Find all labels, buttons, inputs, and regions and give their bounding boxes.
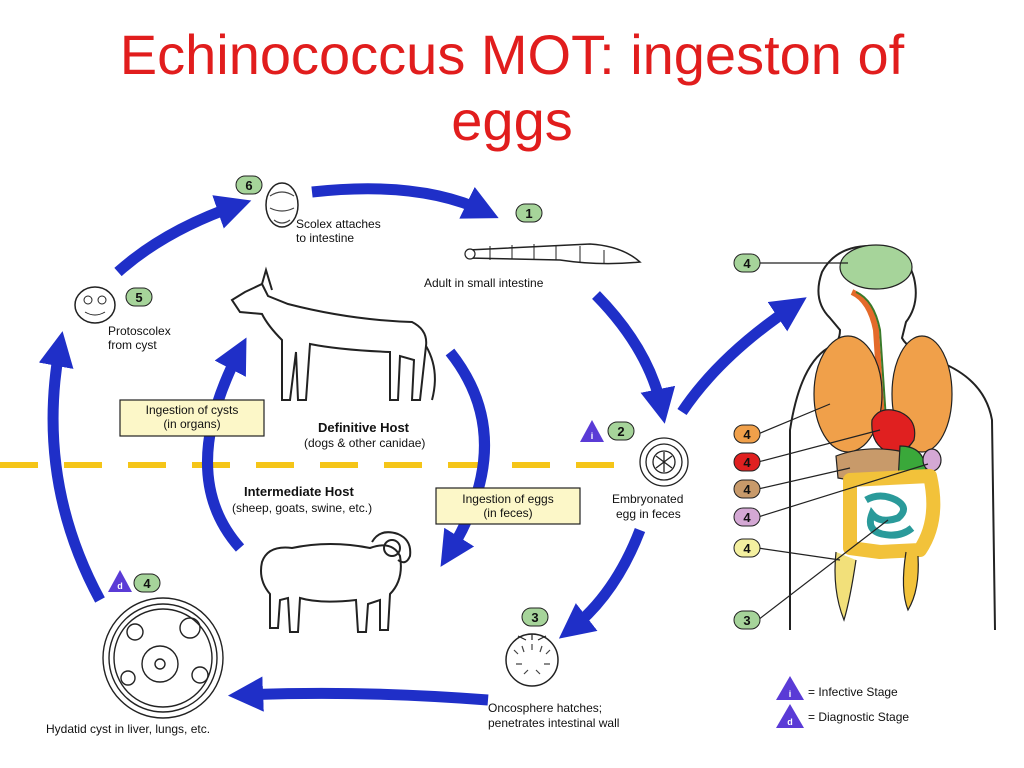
stage-1: 1 Adult in small intestine [424,203,642,290]
stage-6: 6 Scolex attaches to intestine [235,175,381,245]
organ-label-spleen-num: 4 [743,510,751,525]
left-lung-icon [813,335,883,453]
organ-label-intestine: 3 [733,519,889,630]
stage-1-number: 1 [525,206,532,221]
human-figure [789,244,996,631]
intermediate-host-title: Intermediate Host [244,484,354,499]
legend: i = Infective Stage d = Diagnostic Stage [776,676,909,728]
title-line-2: eggs [451,89,573,152]
definitive-host-title: Definitive Host [318,420,410,435]
arrow-2-to-3 [558,528,646,639]
legend-infective: i = Infective Stage [776,676,898,700]
stage-4-number: 4 [143,576,151,591]
brain-icon [839,244,913,290]
definitive-host-sub: (dogs & other canidae) [304,436,425,450]
small-intestine-icon [864,492,915,539]
stage-2-egg: i 2 Embryonated egg in feces [580,420,689,521]
stage-5: 5 Protoscolex from cyst [74,286,171,352]
ingestion-cysts-box: Ingestion of cysts (in organs) [119,399,265,437]
arrow-3-to-4 [227,676,489,712]
stage-6-label-1: Scolex attaches [296,217,381,231]
arrow-6-to-1 [311,183,499,219]
egg-icon [639,437,689,487]
inner-cycle-arrows [202,337,490,567]
sheep-icon [260,531,412,633]
stage-3-label-1: Oncosphere hatches; [488,701,602,715]
arrow-2-to-human [677,297,807,416]
stage-3-oncosphere: 3 Oncosphere hatches; penetrates intesti… [488,607,619,730]
stage-3-label-2: penetrates intestinal wall [488,716,619,730]
heart-icon [871,409,916,454]
ingestion-cysts-line-2: (in organs) [163,417,220,431]
scolex-icon [265,182,299,228]
organ-label-liver: 4 [733,467,851,499]
spleen-icon [922,448,942,472]
ingestion-cysts-line-1: Ingestion of cysts [146,403,239,417]
intermediate-host-sub: (sheep, goats, swine, etc.) [232,501,372,515]
arrow-dog-to-sheep [440,348,490,567]
stage-1-label: Adult in small intestine [424,276,544,290]
stage-4-diagnostic-mark: d [117,581,123,591]
organ-label-heart: 4 [733,429,881,472]
large-intestine-icon [843,469,941,559]
page-title: Echinococcus MOT: ingeston of eggs [0,22,1024,154]
arrow-1-to-2 [592,291,676,424]
oncosphere-icon [505,633,559,687]
esophagus-icon [850,289,885,421]
stage-5-label-2: from cyst [108,338,157,352]
stage-2-infective-mark: i [591,431,594,441]
stage-2-number: 2 [617,424,624,439]
stage-5-number: 5 [135,290,142,305]
leg-right [902,551,919,612]
stage-6-label-2: to intestine [296,231,354,245]
outer-cycle-arrows [38,183,807,712]
organ-label-intestine-num: 3 [743,613,750,628]
arrow-5-to-6 [114,195,252,277]
legend-diagnostic-label: = Diagnostic Stage [808,710,909,724]
organ-label-spleen: 4 [733,463,929,527]
arrow-sheep-to-dog [202,337,247,552]
legend-diagnostic-mark: d [787,717,793,727]
organ-labels: 4 4 4 4 4 4 3 [733,253,929,630]
stage-4-label: Hydatid cyst in liver, lungs, etc. [46,722,210,736]
stage-2-label-1: Embryonated [612,492,683,506]
hydatid-cyst-icon [102,597,224,719]
protoscolex-icon [74,286,116,324]
organ-label-liver-num: 4 [743,482,751,497]
organ-label-lung-num: 4 [743,427,751,442]
leg-left [834,551,857,622]
adult-worm-icon [464,243,642,265]
organ-label-bone-num: 4 [743,541,751,556]
arrow-4-to-5 [38,331,105,603]
organ-label-lung: 4 [733,403,831,444]
ingestion-eggs-line-1: Ingestion of eggs [462,492,553,506]
legend-diagnostic: d = Diagnostic Stage [776,704,909,728]
title-line-1: Echinococcus MOT: ingeston of [119,23,905,86]
ingestion-eggs-line-2: (in feces) [483,506,532,520]
ingestion-eggs-box: Ingestion of eggs (in feces) [435,487,581,525]
dog-icon [230,266,436,401]
stage-4-hydatid: d 4 Hydatid cyst in liver, lungs, etc. [46,570,224,736]
stage-5-label-1: Protoscolex [108,324,171,338]
stage-6-number: 6 [245,178,252,193]
stage-3-number: 3 [531,610,538,625]
organ-label-brain: 4 [733,253,848,273]
organ-label-heart-num: 4 [743,455,751,470]
stage-2-label-2: egg in feces [616,507,681,521]
legend-infective-label: = Infective Stage [808,685,898,699]
organ-label-brain-num: 4 [743,256,751,271]
organ-label-bone: 4 [733,538,841,561]
legend-infective-mark: i [789,689,792,699]
